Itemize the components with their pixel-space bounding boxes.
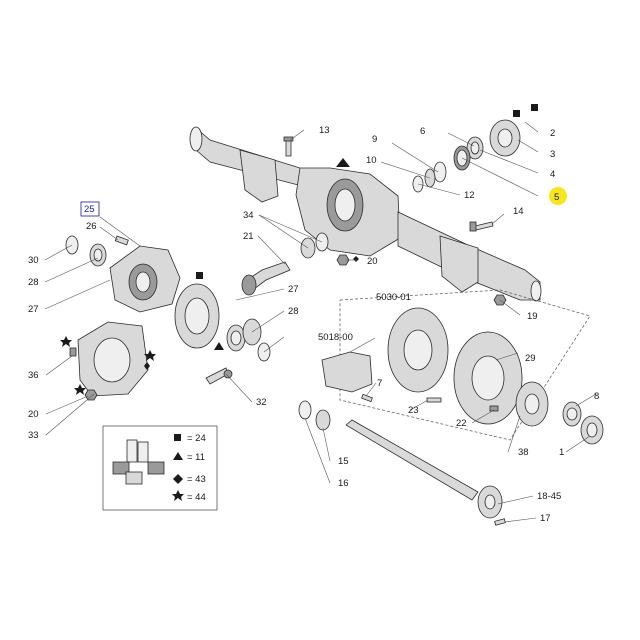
legend-square-text: = 24 — [187, 433, 206, 444]
bolt-part-7[interactable] — [361, 393, 373, 403]
bolt-part-22[interactable] — [489, 405, 499, 412]
part-label-28a[interactable]: 28 — [28, 277, 39, 288]
legend-triangle-text: = 11 — [187, 452, 205, 463]
part-label-21[interactable]: 21 — [243, 231, 254, 242]
legend-sealant-tubes — [112, 439, 165, 485]
part-label-26[interactable]: 26 — [86, 221, 97, 232]
part-label-6[interactable]: 6 — [420, 126, 425, 137]
part-label-36[interactable]: 36 — [28, 370, 39, 381]
bolt-part-23[interactable] — [426, 397, 442, 403]
part-label-14[interactable]: 14 — [513, 206, 524, 217]
part-label-16[interactable]: 16 — [338, 478, 349, 489]
leader-lines — [44, 121, 597, 523]
legend-square-icon — [174, 434, 181, 441]
legend-diamond-icon — [173, 474, 183, 484]
part-label-33[interactable]: 33 — [28, 430, 39, 441]
part-label-2[interactable]: 2 — [550, 128, 555, 139]
bolt-part-26[interactable] — [114, 235, 129, 246]
part-label-30[interactable]: 30 — [28, 255, 39, 266]
part-25-frame — [80, 201, 100, 217]
legend-star-icon — [172, 490, 184, 501]
bolt-part-13[interactable] — [283, 136, 294, 157]
ring-gear-part-27[interactable] — [174, 283, 220, 349]
nut-part-20[interactable] — [336, 254, 350, 266]
bolt-part-14[interactable] — [469, 221, 494, 232]
part-label-5030-01[interactable]: 5030-01 — [376, 292, 411, 303]
bearing-part-28[interactable] — [89, 243, 107, 267]
marker-square-icon — [513, 110, 520, 117]
fitting-part-32[interactable] — [205, 367, 233, 385]
brake-disc-part-29[interactable] — [453, 331, 523, 425]
marker-square-icon — [196, 272, 203, 279]
part-label-8[interactable]: 8 — [594, 391, 599, 402]
highlight-marker — [549, 187, 567, 205]
part-label-10[interactable]: 10 — [366, 155, 377, 166]
part-label-7[interactable]: 7 — [377, 378, 382, 389]
marker-triangle-icon — [214, 342, 224, 350]
part-label-23[interactable]: 23 — [408, 405, 419, 416]
part-label-4[interactable]: 4 — [550, 169, 555, 180]
part-label-29[interactable]: 29 — [525, 353, 536, 364]
part-label-12[interactable]: 12 — [464, 190, 475, 201]
part-label-5018-00[interactable]: 5018-00 — [318, 332, 353, 343]
part-label-18-45[interactable]: 18-45 — [537, 491, 561, 502]
legend-diamond-text: = 43 — [187, 474, 206, 485]
caliper-5018-00[interactable] — [321, 351, 373, 393]
part-label-17[interactable]: 17 — [540, 513, 551, 524]
marker-star-icon — [60, 336, 72, 347]
marker-diamond-icon — [353, 256, 359, 262]
part-label-28b[interactable]: 28 — [288, 306, 299, 317]
hub-part-38[interactable] — [515, 381, 549, 427]
cover-part-33[interactable] — [77, 321, 149, 397]
bearing-part-4[interactable] — [466, 136, 484, 160]
part-label-27a[interactable]: 27 — [28, 304, 39, 315]
part-label-3[interactable]: 3 — [550, 149, 555, 160]
ring-part-8[interactable] — [562, 401, 582, 427]
washer-part-15[interactable] — [298, 400, 331, 431]
marker-star-icon — [74, 384, 86, 395]
bearing-part-28-right[interactable] — [226, 318, 271, 362]
part-label-5[interactable]: 5 — [554, 192, 559, 203]
bearing-part-1[interactable] — [580, 415, 604, 445]
part-label-22[interactable]: 22 — [456, 418, 467, 429]
plug-part-36[interactable] — [69, 347, 77, 357]
pinion-part-21[interactable] — [241, 261, 291, 296]
marker-diamond-icon — [144, 362, 150, 370]
part-label-9[interactable]: 9 — [372, 134, 377, 145]
bolt-part-17[interactable] — [494, 518, 506, 526]
part-label-20a[interactable]: 20 — [367, 256, 378, 267]
part-label-38[interactable]: 38 — [518, 447, 529, 458]
legend-triangle-icon — [173, 452, 183, 460]
part-label-27b[interactable]: 27 — [288, 284, 299, 295]
part-label-15[interactable]: 15 — [338, 456, 349, 467]
part-label-20b[interactable]: 20 — [28, 409, 39, 420]
part-label-19[interactable]: 19 — [527, 311, 538, 322]
part-label-32[interactable]: 32 — [256, 397, 267, 408]
flange-part-2[interactable] — [489, 119, 521, 157]
marker-star-icon — [144, 350, 156, 361]
part-label-1[interactable]: 1 — [559, 447, 564, 458]
legend-star-text: = 44 — [187, 492, 206, 503]
marker-square-icon — [531, 104, 538, 111]
axle-shaft-part-18-45[interactable] — [345, 419, 503, 519]
part-labels: 8 1 2 3 4 5 6 9 10 12 13 14 19 34 21 20 … — [28, 125, 599, 524]
part-label-13[interactable]: 13 — [319, 125, 330, 136]
differential-carrier-part-25[interactable] — [109, 245, 181, 313]
brake-backplate-5030-01[interactable] — [387, 307, 449, 393]
part-label-34[interactable]: 34 — [243, 210, 254, 221]
plug-part-20[interactable] — [84, 389, 98, 401]
part-label-25[interactable]: 25 — [84, 204, 95, 215]
